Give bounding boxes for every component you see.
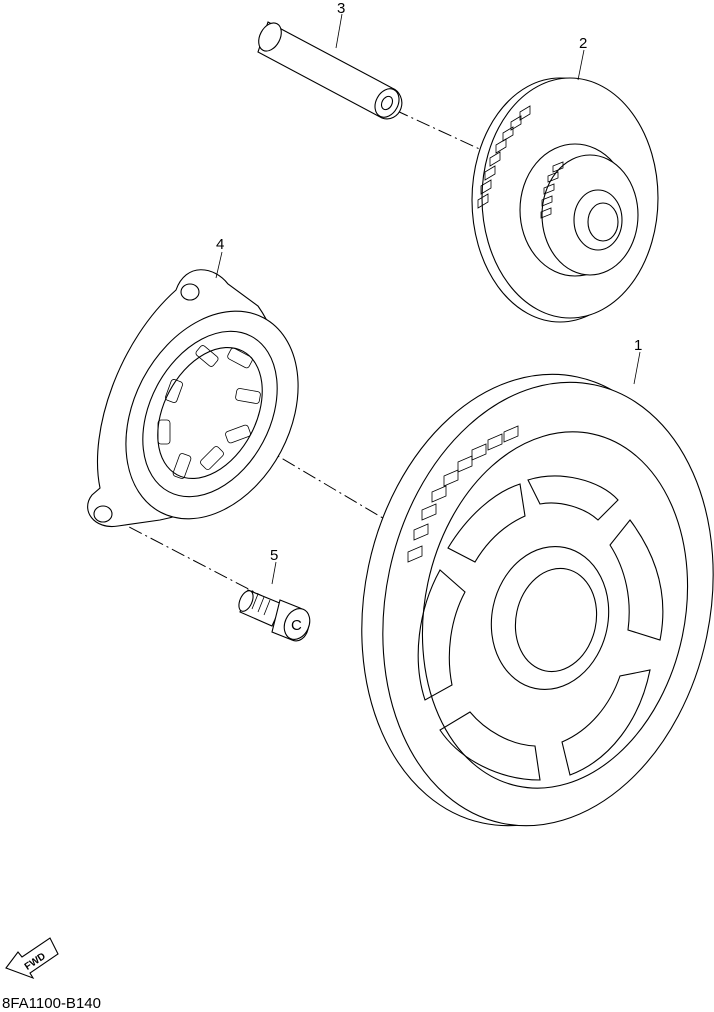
starter-clutch-part	[87, 269, 299, 528]
bolt-head-mark: C	[291, 617, 302, 634]
callout-1: 1	[633, 337, 642, 385]
idler-hub-teeth	[540, 161, 564, 219]
wheel-spoke-windows	[417, 475, 664, 781]
fwd-arrow-icon: FWD	[5, 937, 59, 980]
callout-5: 5	[270, 547, 278, 585]
callout-number-1: 1	[634, 337, 642, 354]
bolt-part: C	[238, 589, 311, 642]
callout-number-2: 2	[579, 35, 587, 52]
callout-number-5: 5	[270, 547, 278, 564]
callout-4: 4	[215, 236, 224, 279]
clutch-rollers	[157, 345, 261, 479]
callout-number-3: 3	[337, 0, 345, 17]
callout-2: 2	[577, 35, 587, 81]
wheel-gear-teeth	[407, 425, 519, 563]
diagram-code: 8FA1100-B140	[2, 995, 101, 1012]
callout-number-4: 4	[216, 236, 224, 253]
starter-wheel-gear-part	[361, 373, 714, 827]
idler-gear-part	[471, 77, 659, 323]
shaft-part	[257, 21, 403, 120]
callout-3: 3	[335, 0, 345, 49]
idler-gear-teeth	[477, 105, 531, 209]
